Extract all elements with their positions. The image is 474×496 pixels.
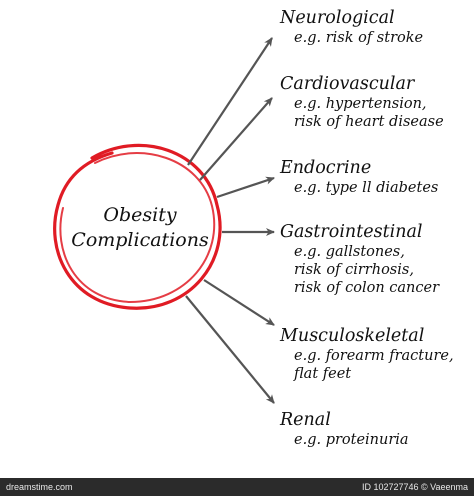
arrow-cardiovascular — [199, 97, 273, 181]
arrow-neurological — [187, 37, 273, 166]
category-example: risk of cirrhosis, — [294, 262, 414, 278]
category-example: flat feet — [294, 366, 352, 382]
arrow-endocrine — [216, 176, 275, 199]
center-label-line2: Complications — [71, 229, 209, 251]
category-gastrointestinal: Gastrointestinal e.g. gallstones, risk o… — [280, 222, 439, 297]
category-title: Musculoskeletal — [280, 326, 425, 346]
category-endocrine: Endocrine e.g. type ll diabetes — [280, 158, 438, 197]
category-title: Cardiovascular — [280, 74, 415, 94]
category-example: risk of colon cancer — [294, 280, 440, 296]
footer-id-text: ID 102727746 © Vaeenma — [361, 482, 468, 492]
footer-site-text: dreamstime.com — [6, 482, 73, 492]
category-neurological: Neurological e.g. risk of stroke — [280, 8, 423, 47]
category-example: e.g. hypertension, — [294, 96, 427, 112]
category-example: e.g. gallstones, — [294, 244, 405, 260]
category-example: e.g. type ll diabetes — [294, 180, 439, 196]
category-example: e.g. proteinuria — [294, 432, 409, 448]
category-renal: Renal e.g. proteinuria — [280, 410, 409, 449]
center-label-line1: Obesity — [103, 204, 177, 226]
arrow-renal — [185, 295, 275, 404]
category-example: e.g. forearm fracture, — [294, 348, 454, 364]
category-title: Endocrine — [280, 158, 372, 178]
category-title: Neurological — [280, 8, 395, 28]
category-musculoskeletal: Musculoskeletal e.g. forearm fracture, f… — [280, 326, 454, 383]
category-example: e.g. risk of stroke — [294, 30, 424, 46]
category-cardiovascular: Cardiovascular e.g. hypertension, risk o… — [280, 74, 444, 131]
arrow-musculoskeletal — [203, 279, 275, 326]
category-title: Renal — [280, 410, 331, 430]
category-example: risk of heart disease — [294, 114, 444, 130]
watermark-footer: dreamstime.com ID 102727746 © Vaeenma — [0, 478, 474, 496]
category-title: Gastrointestinal — [280, 222, 423, 242]
circle-outline — [53, 143, 222, 310]
